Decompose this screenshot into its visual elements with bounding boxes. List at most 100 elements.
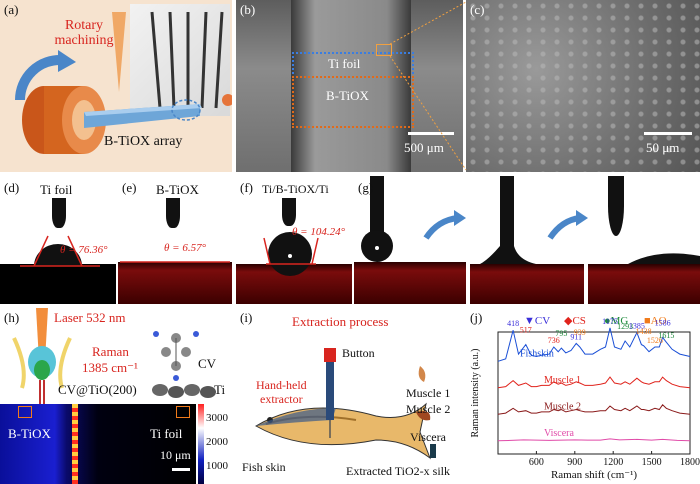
frame-3 xyxy=(588,176,700,304)
scale-bar xyxy=(172,468,190,471)
raman-map: B-TiOX Ti foil 10 μm xyxy=(0,404,196,484)
panel-label-c: (c) xyxy=(470,2,485,17)
ti-foil-label: Ti foil xyxy=(328,56,361,71)
series-label: Muscle 1 xyxy=(544,375,581,386)
peak-label: 1586 xyxy=(655,318,671,327)
dispense-needle xyxy=(166,198,180,228)
title: B-TiOX xyxy=(156,182,199,197)
btiox-label: B-TiOX xyxy=(8,426,51,441)
peak-label: 1385 xyxy=(629,322,645,331)
photo-inset xyxy=(130,4,230,116)
legend-entry: ■AO xyxy=(644,315,667,327)
panel-a: (a) Rotary machining B-TiOX array xyxy=(0,0,232,172)
series-line-fishskin xyxy=(497,327,691,362)
raman-schematic xyxy=(12,308,216,404)
series-line-viscera xyxy=(497,438,691,442)
raman-shift-label: 1385 cm⁻¹ xyxy=(82,360,138,375)
tifoil-label: Ti foil xyxy=(150,426,183,441)
panel-c: (c) 50 μm xyxy=(466,0,700,172)
contact-angle: θ = 76.36° xyxy=(60,244,108,256)
extractor-label-2: extractor xyxy=(260,392,303,406)
frame-1 xyxy=(354,176,466,304)
rotary-illustration xyxy=(14,12,232,154)
droplet xyxy=(361,230,393,262)
substrate xyxy=(0,264,116,304)
panel-label-b: (b) xyxy=(240,2,256,17)
peak-label: 736 xyxy=(548,336,560,345)
panel-f: (f) Ti/B-TiOX/Ti θ = 104.24° xyxy=(236,176,352,304)
needle xyxy=(370,176,384,238)
panel-label-i: (i) xyxy=(240,310,253,325)
cvtio-label: CV@TiO(200) xyxy=(58,382,137,397)
contact-angle: θ = 6.57° xyxy=(164,242,206,254)
dispense-needle xyxy=(282,198,296,226)
contact-angle: θ = 104.24° xyxy=(292,226,345,238)
ti-lattice xyxy=(152,384,216,398)
process-title: Extraction process xyxy=(292,314,389,329)
series-line-muscle-2 xyxy=(497,404,691,415)
series-label: Muscle 2 xyxy=(544,402,581,413)
peak-label: 1175 xyxy=(602,317,618,326)
series-line-muscle-1 xyxy=(497,376,691,389)
substrate xyxy=(354,262,466,304)
series-label: Viscera xyxy=(544,428,574,439)
needle-array-photo xyxy=(150,11,224,109)
texture xyxy=(466,0,700,172)
x-tick-label: 1200 xyxy=(603,457,623,468)
panel-h: (h) Laser 532 nm Raman 1385 cm⁻¹ CV CV@T… xyxy=(0,308,232,484)
peak-label: 418 xyxy=(507,319,519,328)
panel-e: (e) B-TiOX θ = 6.57° xyxy=(118,176,232,304)
peak-label: 939 xyxy=(574,328,586,337)
button-label: Button xyxy=(342,346,375,360)
scale-bar xyxy=(644,132,692,135)
panel-i: (i) Extraction process Button Hand-held … xyxy=(236,308,462,484)
droplet xyxy=(263,232,319,276)
y-axis-label: Raman intensity (a.u.) xyxy=(470,349,481,438)
peak-label: 1438 xyxy=(636,327,652,336)
panel-label-e: (e) xyxy=(122,180,137,195)
scale-label: 10 μm xyxy=(160,448,191,462)
panel-label-d: (d) xyxy=(4,180,20,195)
laser-label: Laser 532 nm xyxy=(54,310,126,325)
frame-2 xyxy=(470,176,584,304)
array-label: B-TiOX array xyxy=(104,134,183,149)
legend-entry: ●MG xyxy=(604,315,628,327)
fishskin-label: Fish skin xyxy=(242,460,286,474)
peak-label: 795 xyxy=(555,329,567,338)
extraction-illustration xyxy=(255,348,436,460)
ti-label: Ti xyxy=(214,382,226,397)
raman-label: Raman xyxy=(92,344,129,359)
droplet-bridge xyxy=(480,246,536,264)
peak-label: 1526 xyxy=(647,336,663,345)
x-axis-label: Raman shift (cm⁻¹) xyxy=(551,469,637,481)
rotary-machining-title: Rotary machining xyxy=(44,18,124,48)
rotary-machining-text: Rotary machining xyxy=(54,18,114,48)
title: Ti foil xyxy=(40,182,73,197)
panel-g: (g) xyxy=(354,176,700,304)
spread-droplet xyxy=(628,253,700,264)
legend-entry: ▼CV xyxy=(524,315,550,327)
peak-label: 1293 xyxy=(617,322,633,331)
sample-box-tifoil xyxy=(176,406,190,418)
muscle2-label: Muscle 2 xyxy=(406,402,451,416)
btiox-label: B-TiOX xyxy=(326,88,369,103)
progress-arrows xyxy=(423,210,588,240)
panel-label-h: (h) xyxy=(4,310,20,325)
dispense-needle xyxy=(52,198,66,228)
needle xyxy=(500,176,514,246)
legend-entry: ◆CS xyxy=(564,315,586,327)
series-label: Fishskin xyxy=(520,349,554,360)
muscle1-label: Muscle 1 xyxy=(406,386,451,400)
viscera-label: Viscera xyxy=(410,430,446,444)
needle xyxy=(608,176,624,236)
x-tick-label: 1500 xyxy=(642,457,662,468)
panel-label-f: (f) xyxy=(240,180,253,195)
wetting-line xyxy=(120,261,230,263)
x-tick-label: 600 xyxy=(529,457,544,468)
sample-box-btiox xyxy=(18,406,32,418)
extractor-label-1: Hand-held xyxy=(256,378,307,392)
colorbar xyxy=(198,404,204,484)
panel-b: (b) Ti foil B-TiOX 500 μm xyxy=(236,0,463,172)
substrate xyxy=(118,262,232,304)
